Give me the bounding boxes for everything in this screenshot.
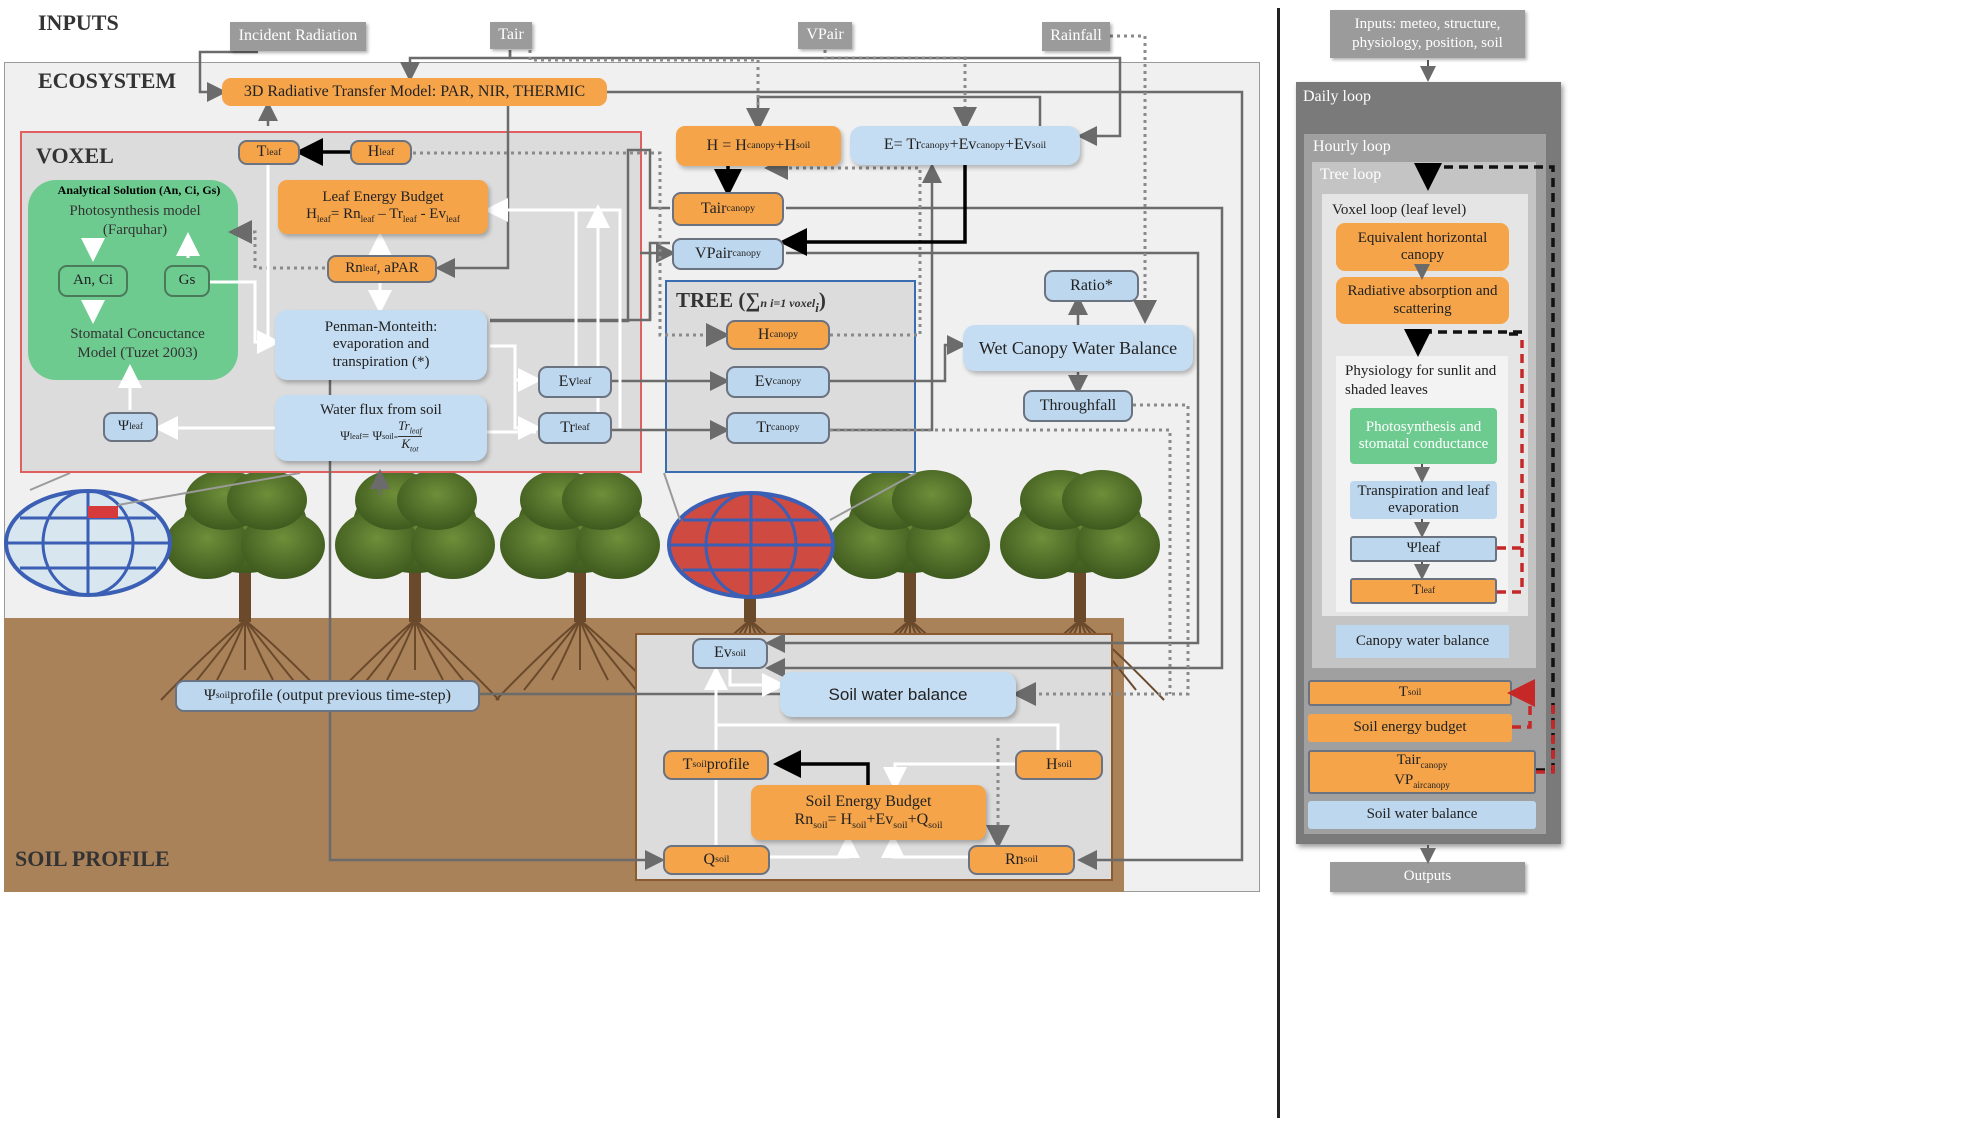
voxel-loop-label: Voxel loop (leaf level) [1332,202,1467,218]
throughfall-box: Throughfall [1023,390,1133,422]
rp-inputs: Inputs: meteo, structure, physiology, po… [1330,10,1525,58]
tree-crown [1062,470,1142,530]
leaf-energy-equation: Hleaf= Rnleaf – Trleaf - Evleaf [306,205,460,225]
radiative-transfer-model: 3D Radiative Transfer Model: PAR, NIR, T… [222,78,607,106]
tree-root [551,619,581,681]
soil-energy-budget-box: Soil Energy Budget Rnsoil= Hsoil+Evsoil+… [751,785,986,840]
incident-radiation-input: Incident Radiation [230,22,366,51]
ratio-box: Ratio* [1044,270,1139,302]
ecosystem-title: ECOSYSTEM [38,68,177,93]
rp-soil-energy: Soil energy budget [1308,714,1512,742]
stomatal-model-label: Stomatal Concuctance Model (Tuzet 2003) [70,326,205,361]
vpair-input: VPair [798,22,852,49]
tree-root [244,619,274,681]
tree-root [160,619,246,701]
tree-root [414,619,500,701]
tree-root [414,619,444,681]
inputs-title: INPUTS [38,10,119,35]
tree-root [523,619,581,691]
tree-root [579,619,637,691]
tree-loop-label: Tree loop [1320,166,1382,183]
penman-monteith-box: Penman-Monteith: evaporation and transpi… [275,310,487,380]
soil-profile-title: SOIL PROFILE [15,846,170,871]
rp-transpiration: Transpiration and leaf evaporation [1350,481,1497,519]
tair-input: Tair [490,22,532,49]
vertical-divider [1277,8,1280,1118]
tree-root [579,619,609,681]
rp-tair-vp: Taircanopy VPaircanopy [1308,750,1536,794]
voxel-title: VOXEL [36,143,114,168]
leaf-energy-budget: Leaf Energy Budget Hleaf= Rnleaf – Trlea… [278,180,488,234]
tree-root [386,619,416,681]
rp-soil-water: Soil water balance [1308,801,1536,829]
tree-crown [227,470,307,530]
hourly-loop-label: Hourly loop [1313,138,1391,155]
tree-trunk [239,560,251,622]
gs-box: Gs [164,265,210,297]
rp-photo-stomatal: Photosynthesis and stomatal conductance [1350,408,1497,464]
daily-loop-label: Daily loop [1303,88,1371,105]
analytical-solution-title: Analytical Solution (An, Ci, Gs) [57,183,221,197]
soil-water-balance-box: Soil water balance [780,672,1016,717]
tree-trunk [574,560,586,622]
an-ci-box: An, Ci [58,265,128,297]
tree-root [1079,619,1165,701]
rp-physiology-label: Physiology for sunlit and shaded leaves [1345,363,1497,398]
tree-root [495,619,581,701]
wet-canopy-water-balance: Wet Canopy Water Balance [963,325,1193,371]
rp-canopy-water: Canopy water balance [1336,625,1509,658]
tree-crown [397,470,477,530]
tree-crown [892,470,972,530]
tree-crown [562,470,642,530]
rp-radiative: Radiative absorption and scattering [1336,277,1509,324]
rainfall-input: Rainfall [1042,22,1110,51]
rp-equivalent-canopy: Equivalent horizontal canopy [1336,223,1509,271]
tree-trunk [1074,560,1086,622]
tree-trunk [904,560,916,622]
soil-energy-equation: Rnsoil= Hsoil+Evsoil+Qsoil [794,811,943,832]
tree-root [216,619,246,681]
rp-outputs: Outputs [1330,862,1525,892]
tree-trunk [409,560,421,622]
tree-title: TREE (∑n i=1 voxeli) [676,288,826,316]
photosynthesis-model-label: Photosynthesis model (Farquhar) [69,203,201,238]
